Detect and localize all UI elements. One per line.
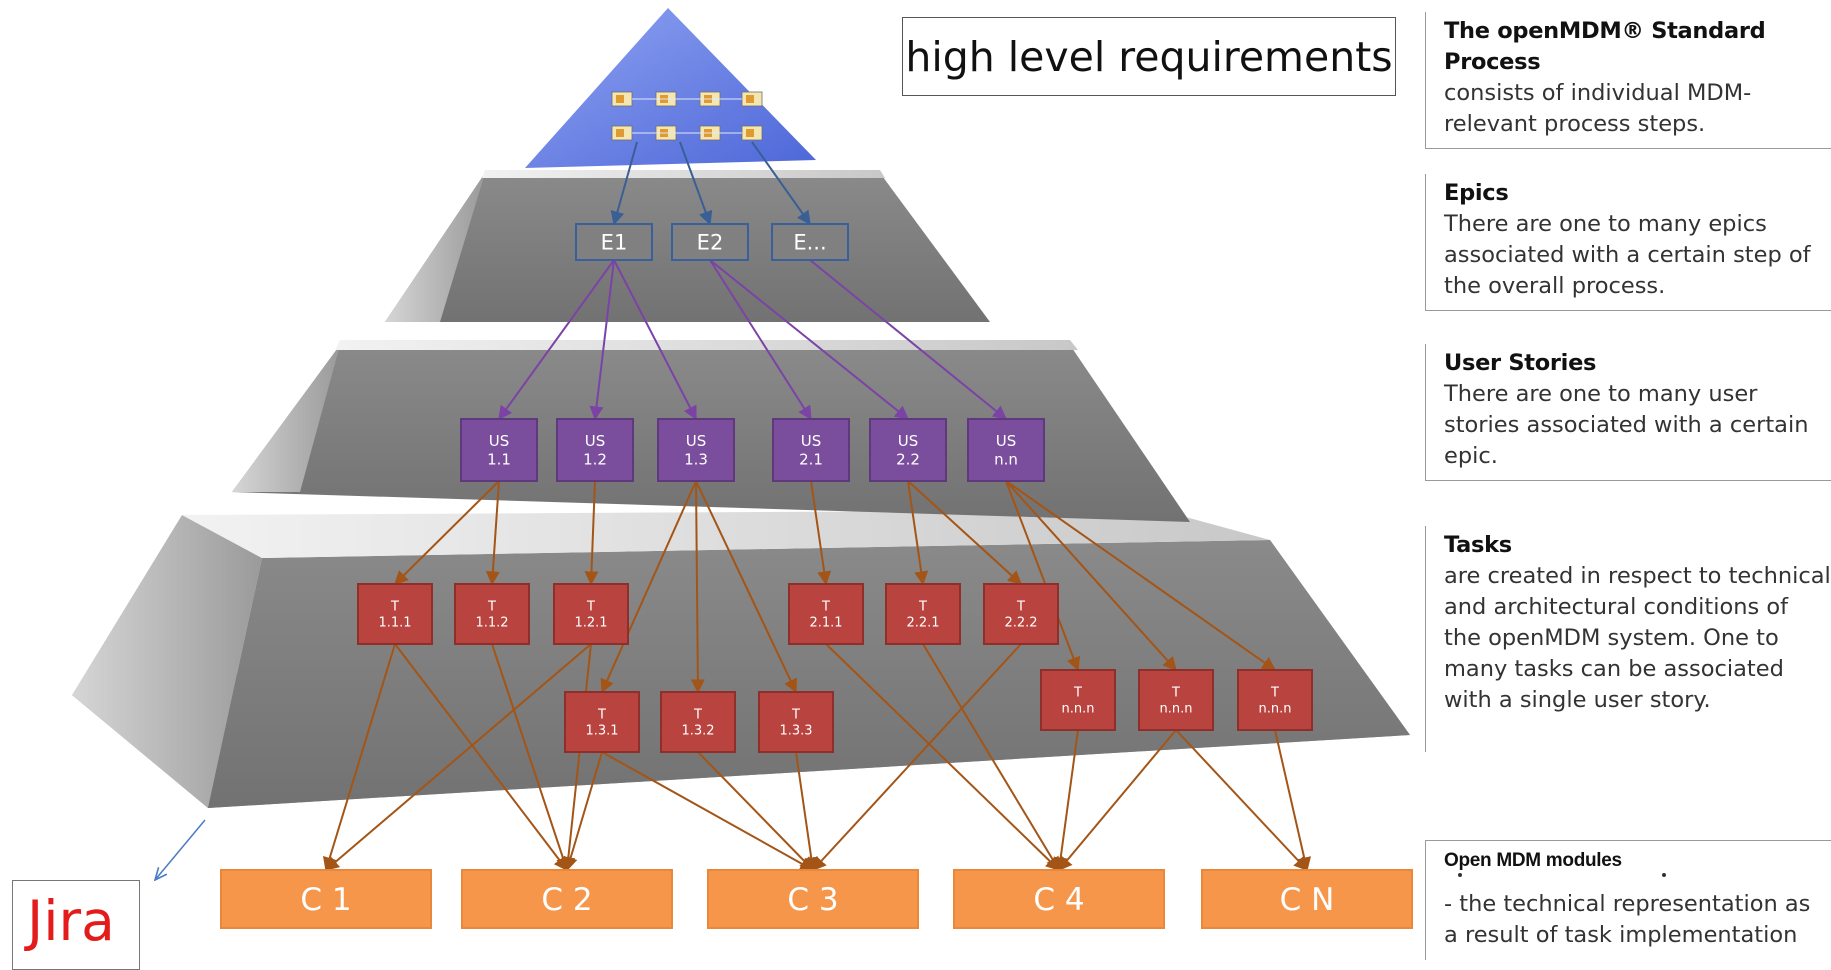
desc-tasks-body: are created in respect to technical and … <box>1444 563 1831 713</box>
task-box: T 2.2.2 <box>983 583 1059 645</box>
task-box: T 1.1.1 <box>357 583 433 645</box>
relation-arrows <box>322 141 1312 872</box>
epic-box: E2 <box>671 223 749 261</box>
task-box-label: T <box>791 707 800 722</box>
desc-user-stories-body: There are one to many user stories assoc… <box>1444 381 1809 469</box>
task-box: T 1.3.3 <box>758 691 834 753</box>
task-box-label: T <box>693 707 702 722</box>
task-box-label: T <box>918 599 927 614</box>
task-box-label: 1.3.2 <box>681 724 714 739</box>
task-box-label: T <box>597 707 606 722</box>
task-box-label: 1.1.2 <box>475 616 508 631</box>
task-box-label: n.n.n <box>1160 702 1193 717</box>
pyramid-tier-tasks <box>72 510 1410 808</box>
user-story-box-label: 1.3 <box>684 451 708 469</box>
epic-box-label: E1 <box>601 230 628 254</box>
user-story-box-label: US <box>489 432 510 450</box>
desc-epics-body: There are one to many epics associated w… <box>1444 211 1811 299</box>
user-story-box-label: US <box>898 432 919 450</box>
user-story-box-label: US <box>686 432 707 450</box>
jira-label: Jira <box>12 880 140 970</box>
task-box-label: 1.2.1 <box>574 616 607 631</box>
epic-box: E... <box>771 223 849 261</box>
task-box-label: T <box>1270 685 1279 700</box>
dots-decoration <box>1444 873 1831 889</box>
user-story-box-label: 2.1 <box>799 451 823 469</box>
epic-box: E1 <box>575 223 653 261</box>
desc-epics: Epics There are one to many epics associ… <box>1425 174 1831 311</box>
component-box-label: C 1 <box>300 882 351 918</box>
desc-modules: Open MDM modules - the technical represe… <box>1425 840 1831 960</box>
task-box-label: 2.1.1 <box>809 616 842 631</box>
user-story-box-label: US <box>801 432 822 450</box>
component-box-label: C N <box>1280 882 1335 918</box>
task-box-label: T <box>390 599 399 614</box>
task-box: Tn.n.n <box>1040 669 1116 731</box>
user-story-box-label: 1.2 <box>583 451 607 469</box>
desc-tasks-heading: Tasks <box>1444 532 1512 558</box>
task-box-label: T <box>821 599 830 614</box>
desc-modules-heading: Open MDM modules <box>1444 850 1622 871</box>
task-box: T 1.1.2 <box>454 583 530 645</box>
desc-tasks: Tasks are created in respect to technica… <box>1425 526 1831 752</box>
component-box: C N <box>1201 869 1413 929</box>
user-story-box: USn.n <box>967 418 1045 482</box>
user-story-box: US1.2 <box>556 418 634 482</box>
component-box-label: C 3 <box>787 882 838 918</box>
task-box-label: T <box>586 599 595 614</box>
component-box: C 3 <box>707 869 919 929</box>
task-box-label: T <box>487 599 496 614</box>
component-box: C 1 <box>220 869 432 929</box>
desc-epics-heading: Epics <box>1444 180 1509 206</box>
user-story-box-label: US <box>585 432 606 450</box>
task-box-label: T <box>1016 599 1025 614</box>
pyramid-apex <box>525 8 816 168</box>
task-box-label: 1.3.3 <box>779 724 812 739</box>
task-box-label: n.n.n <box>1062 702 1095 717</box>
task-box: Tn.n.n <box>1237 669 1313 731</box>
user-story-box-label: US <box>996 432 1017 450</box>
task-box-label: T <box>1073 685 1082 700</box>
desc-modules-body: - the technical representation as a resu… <box>1444 891 1811 948</box>
user-story-box: US2.2 <box>869 418 947 482</box>
task-box: T 1.3.2 <box>660 691 736 753</box>
epic-box-label: E2 <box>697 230 724 254</box>
task-box: T 2.1.1 <box>788 583 864 645</box>
component-box: C 4 <box>953 869 1165 929</box>
desc-user-stories: User Stories There are one to many user … <box>1425 344 1831 481</box>
task-box: T 1.3.1 <box>564 691 640 753</box>
desc-process: The openMDM® Standard Process consists o… <box>1425 12 1831 149</box>
component-box-label: C 4 <box>1033 882 1084 918</box>
desc-process-body: consists of individual MDM-relevant proc… <box>1444 80 1752 137</box>
task-box-label: 2.2.2 <box>1004 616 1037 631</box>
jira-pointer-arrow <box>155 819 206 880</box>
task-box-label: 1.1.1 <box>378 616 411 631</box>
component-box: C 2 <box>461 869 673 929</box>
process-step-icon <box>611 91 763 141</box>
user-story-box-label: 1.1 <box>487 451 511 469</box>
epic-box-label: E... <box>793 230 826 254</box>
desc-user-stories-heading: User Stories <box>1444 350 1597 376</box>
task-box-label: n.n.n <box>1259 702 1292 717</box>
task-box: T 2.2.1 <box>885 583 961 645</box>
task-box-label: 1.3.1 <box>585 724 618 739</box>
user-story-box: US1.3 <box>657 418 735 482</box>
diagram-title: high level requirements <box>902 17 1396 96</box>
task-box: Tn.n.n <box>1138 669 1214 731</box>
desc-process-heading: The openMDM® Standard Process <box>1444 18 1766 75</box>
task-box-label: T <box>1171 685 1180 700</box>
user-story-box-label: n.n <box>994 451 1018 469</box>
user-story-box-label: 2.2 <box>896 451 920 469</box>
component-box-label: C 2 <box>541 882 592 918</box>
user-story-box: US1.1 <box>460 418 538 482</box>
task-box: T 1.2.1 <box>553 583 629 645</box>
user-story-box: US2.1 <box>772 418 850 482</box>
task-box-label: 2.2.1 <box>906 616 939 631</box>
